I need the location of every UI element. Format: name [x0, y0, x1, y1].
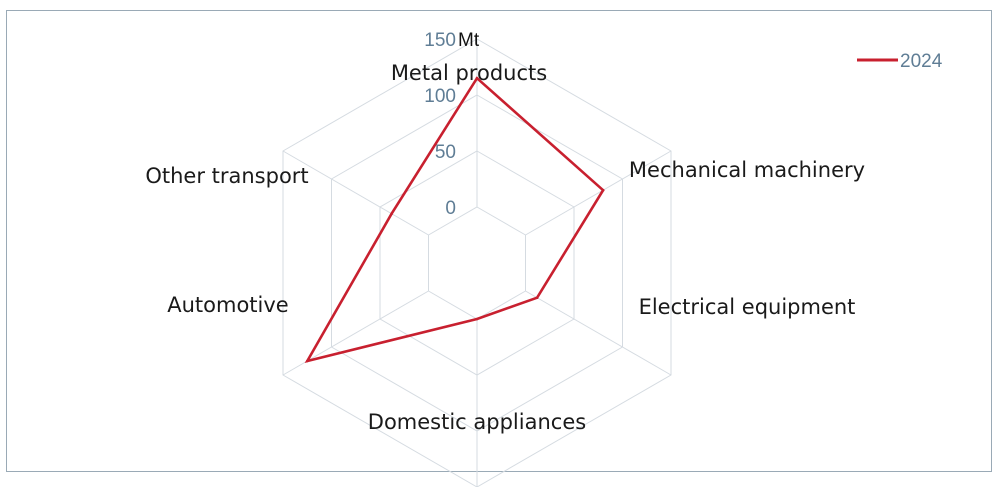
category-label-5: Other transport — [145, 164, 308, 188]
legend[interactable]: 2024 — [857, 51, 943, 72]
grid-ring-0 — [428, 206, 526, 320]
tick-label-150: 150 — [424, 30, 456, 51]
spoke-5 — [282, 150, 429, 236]
data-point-1 — [601, 188, 605, 192]
tick-label-0: 0 — [445, 198, 456, 219]
tick-label-50: 50 — [435, 142, 456, 163]
radial-ticks: 0 50 100 150 — [424, 30, 456, 219]
data-point-2 — [535, 296, 539, 300]
data-point-3 — [475, 317, 479, 321]
data-point-0 — [475, 76, 479, 80]
spoke-4 — [282, 290, 429, 376]
category-label-4: Automotive — [167, 293, 288, 317]
data-point-5 — [390, 212, 393, 216]
category-label-0: Metal products — [391, 61, 547, 85]
unit-label: Mt — [458, 30, 480, 51]
spoke-2 — [525, 290, 672, 376]
tick-label-100: 100 — [424, 86, 456, 107]
category-label-1: Mechanical machinery — [629, 158, 865, 182]
chart-frame — [6, 10, 992, 472]
category-label-3: Domestic appliances — [368, 410, 586, 434]
grid-ring-150 — [282, 38, 672, 487]
series-layer — [304, 76, 605, 363]
data-point-4 — [305, 359, 309, 363]
category-label-2: Electrical equipment — [639, 295, 856, 319]
legend-label: 2024 — [900, 51, 943, 72]
spoke-1 — [525, 150, 672, 236]
